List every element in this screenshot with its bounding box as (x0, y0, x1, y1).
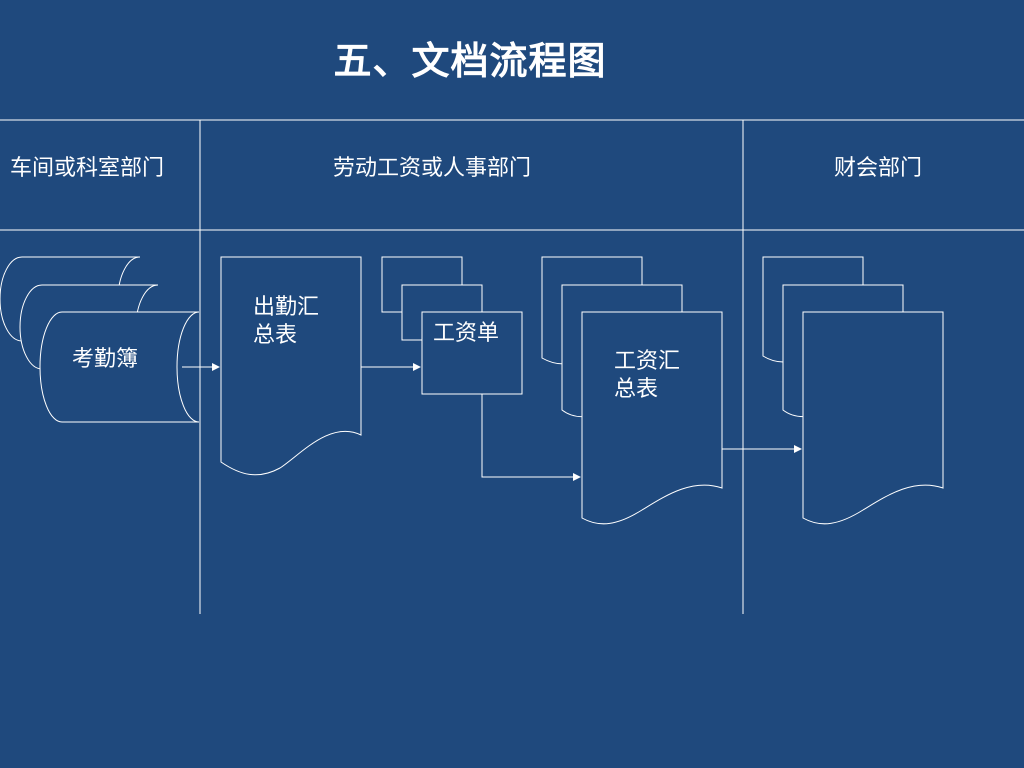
lane-header-workshop: 车间或科室部门 (10, 156, 165, 181)
lane-header-finance: 财会部门 (834, 156, 923, 181)
payslip-sheet-front (421, 311, 523, 395)
finance-docs-shape (762, 256, 944, 525)
attendance-summary-shape (220, 256, 362, 476)
attendance-book-label: 考勤簿 (72, 347, 139, 372)
arrow-payslip-to-payroll-summary (481, 394, 581, 481)
payslip-shape (381, 256, 523, 395)
cylinder-front (39, 311, 200, 423)
lane-header-labor-hr: 劳动工资或人事部门 (333, 156, 532, 181)
payroll-sheet-front (581, 311, 723, 525)
attendance-summary-label: 出勤汇 总表 (253, 295, 320, 348)
finance-sheet-front (802, 311, 944, 525)
flow-arrows (182, 363, 802, 481)
payroll-summary-label: 工资汇 总表 (614, 349, 681, 402)
page-title: 五、文档流程图 (333, 39, 607, 83)
attendance-book-shape (0, 256, 200, 423)
payslip-label: 工资单 (433, 321, 500, 346)
payroll-summary-shape (541, 256, 723, 525)
document-sheet (220, 256, 362, 476)
